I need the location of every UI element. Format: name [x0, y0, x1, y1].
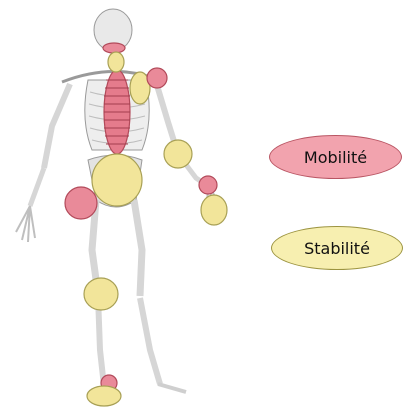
elbow-joint — [164, 140, 192, 168]
right-tibia — [140, 298, 160, 384]
left-hand — [16, 206, 35, 242]
left-upper-arm — [44, 84, 70, 168]
stability-legend: Stabilité — [271, 226, 403, 270]
right-foot — [158, 384, 186, 392]
left-forearm — [30, 168, 44, 206]
hand-joint — [201, 195, 227, 225]
cervical-joint — [108, 52, 124, 72]
lumbar-pelvis-joint — [92, 154, 142, 206]
foot-joint — [87, 386, 121, 406]
knee-joint — [84, 278, 118, 310]
mobility-label: Mobilité — [304, 148, 367, 167]
right-femur — [134, 200, 142, 296]
stability-label: Stabilité — [304, 239, 370, 258]
neck-joint — [103, 43, 125, 53]
mobility-legend: Mobilité — [269, 135, 402, 179]
wrist-joint — [199, 176, 217, 194]
shoulder-joint — [147, 68, 167, 88]
hip-joint — [65, 187, 97, 219]
